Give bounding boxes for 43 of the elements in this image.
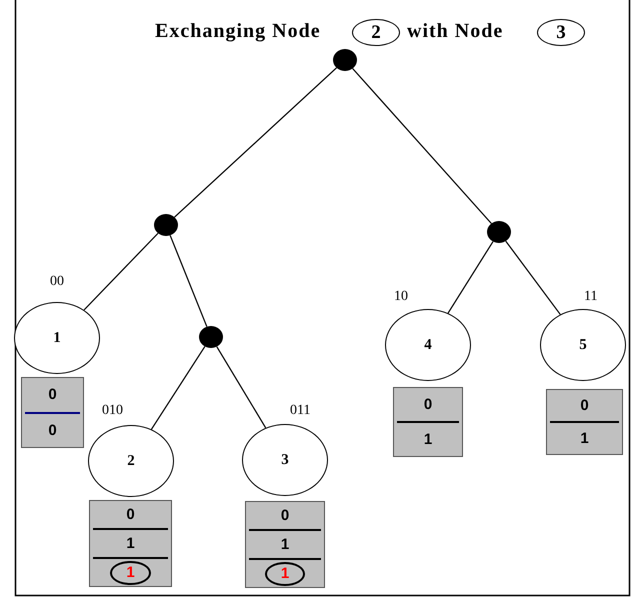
value-text: 1: [280, 536, 290, 553]
binary-code-label: 00: [50, 274, 64, 290]
tree-node-ellipse: 2: [88, 425, 174, 497]
heading-text: Exchanging Node: [155, 20, 321, 43]
tree-node-ellipse: 1: [14, 302, 100, 374]
value-text: 1: [126, 535, 135, 552]
value-text: 0: [424, 396, 432, 413]
value-text: 0: [580, 397, 589, 414]
circled-value: 1: [264, 562, 306, 586]
binary-code-label: 010: [102, 403, 123, 419]
tree-branch-line: [505, 240, 561, 315]
binary-code-label: 10: [394, 289, 408, 305]
tree-branch-line: [216, 346, 266, 428]
junction-dot: [333, 49, 357, 71]
tree-node-ellipse: 3: [242, 424, 328, 496]
node-number-oval: 3: [537, 19, 585, 46]
value-text: 0: [48, 386, 57, 404]
tree-branch-line: [150, 346, 206, 430]
binary-code-label: 011: [290, 403, 310, 419]
value-text: 0: [280, 507, 290, 524]
tree-branch-line: [174, 67, 337, 218]
junction-dot: [154, 214, 178, 236]
value-stack-box: [21, 377, 84, 448]
tree-branch-line: [448, 241, 494, 314]
tree-node-ellipse: 5: [540, 309, 626, 381]
binary-code-label: 11: [584, 289, 598, 305]
node-number-oval: 2: [352, 19, 400, 46]
tree-branch-line: [352, 68, 492, 224]
junction-dot: [487, 221, 511, 243]
value-stack-box: [393, 387, 463, 457]
circled-value: 1: [110, 560, 151, 584]
value-stack-box: [245, 501, 325, 588]
tree-branch-line: [84, 232, 158, 310]
value-text: 0: [48, 422, 57, 439]
value-text: 0: [126, 506, 135, 523]
heading-text: with Node: [407, 20, 504, 43]
value-text: 1: [580, 430, 589, 447]
value-stack-box: [89, 500, 172, 587]
tree-node-ellipse: 4: [385, 309, 471, 381]
tree-branch-line: [170, 235, 208, 327]
value-text: 1: [424, 431, 432, 448]
junction-dot: [199, 326, 223, 348]
value-stack-box: [546, 389, 623, 455]
